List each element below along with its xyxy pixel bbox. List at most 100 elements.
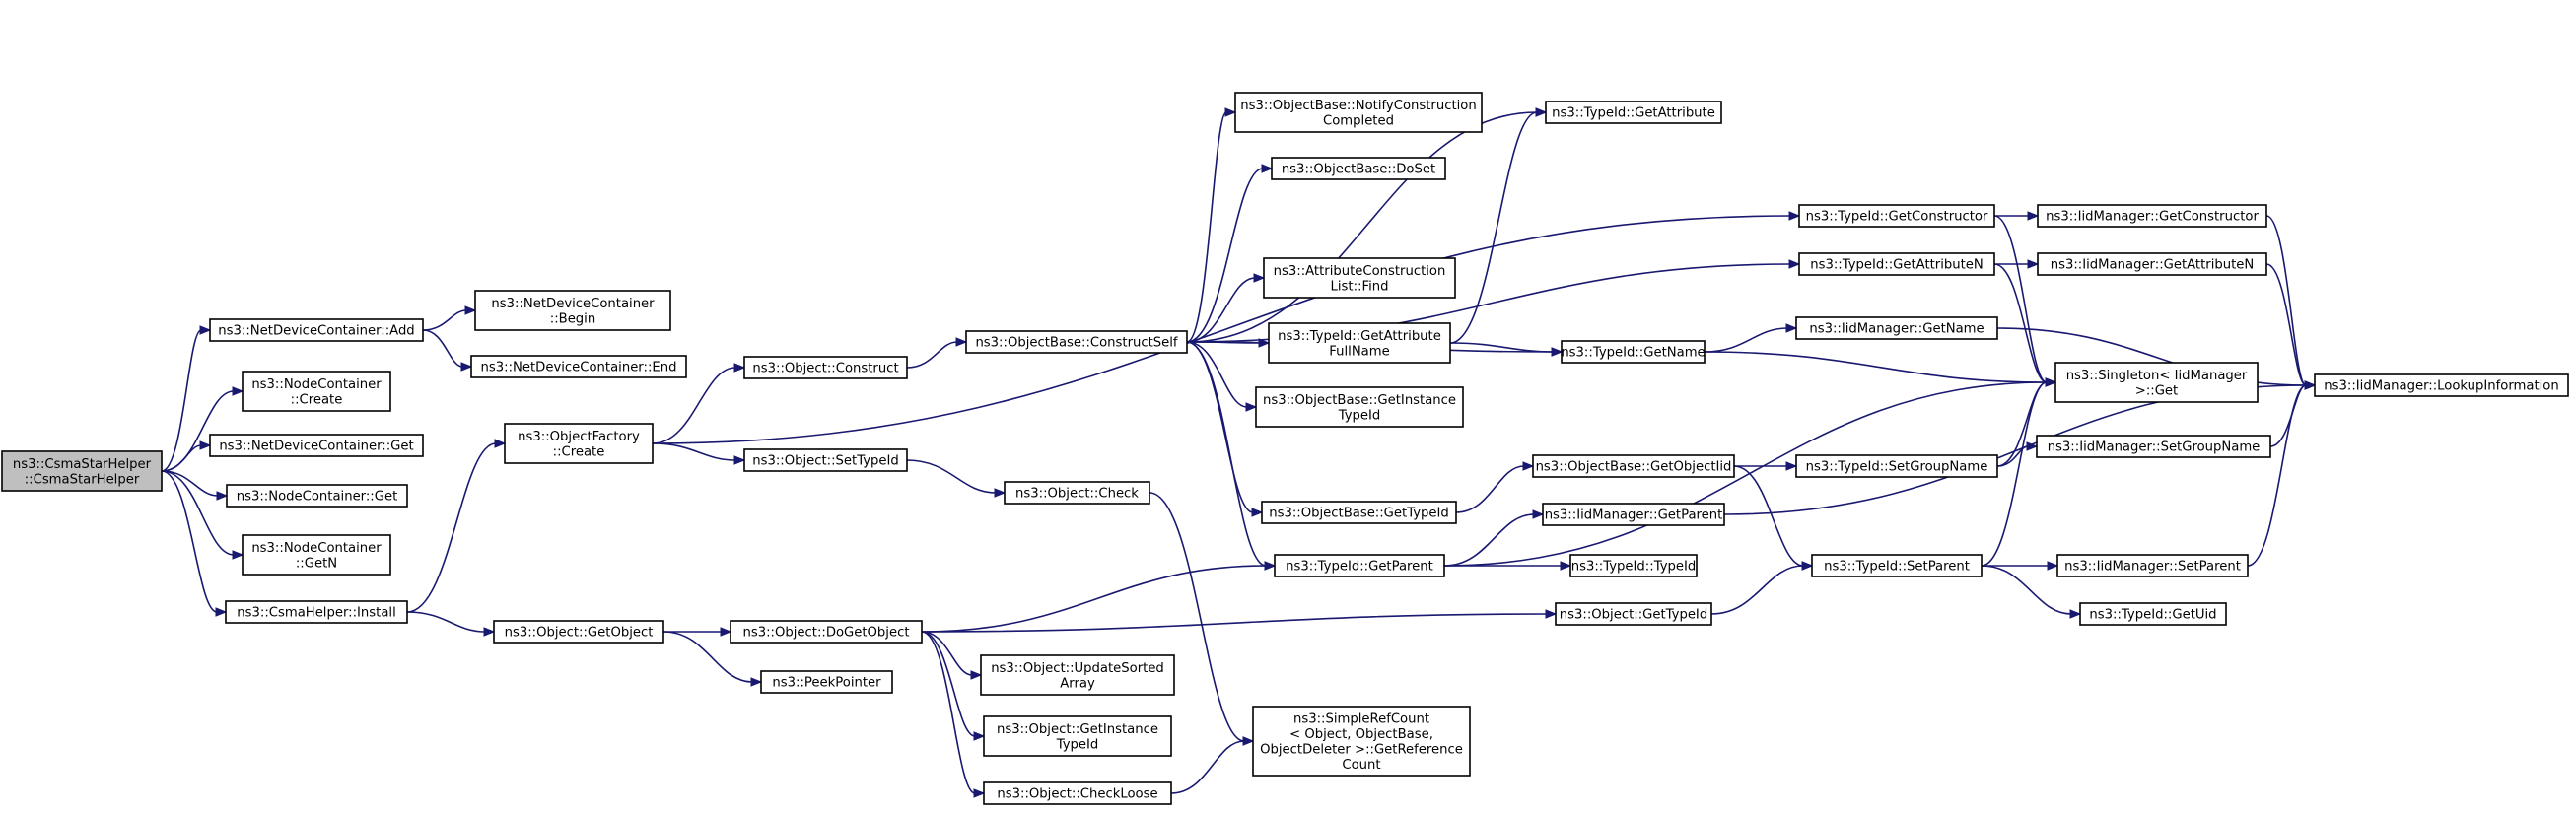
node-box xyxy=(1569,554,1698,577)
graph-node-tid-getuid[interactable]: ns3::TypeId::GetUid xyxy=(2079,602,2227,626)
call-edge xyxy=(921,631,986,798)
graph-node-singleton-get[interactable]: ns3::Singleton< IidManager >::Get xyxy=(2054,362,2259,403)
graph-node-of-create[interactable]: ns3::ObjectFactory::Create xyxy=(504,423,654,464)
node-box xyxy=(474,290,671,331)
graph-node-iid-setparent[interactable]: ns3::IidManager::SetParent xyxy=(2056,554,2249,577)
arrowhead xyxy=(464,305,477,315)
arrowhead xyxy=(733,363,746,373)
call-edge xyxy=(921,631,983,680)
graph-node-obj-getobject[interactable]: ns3::Object::GetObject xyxy=(493,620,664,644)
call-edge xyxy=(1993,215,2057,387)
graph-node-iid-setgroupname[interactable]: ns3::IidManager::SetGroupName xyxy=(2036,435,2271,458)
arrowhead xyxy=(720,627,732,637)
call-edge xyxy=(1186,341,1277,571)
node-label: ns3::Object::Construct xyxy=(752,362,898,376)
graph-node-ob-gettypeid[interactable]: ns3::ObjectBase::GetTypeId xyxy=(1261,501,1457,524)
call-edge xyxy=(2265,215,2317,390)
graph-node-ndc-add[interactable]: ns3::NetDeviceContainer::Add xyxy=(209,318,424,342)
graph-node-tid-setparent[interactable]: ns3::TypeId::SetParent xyxy=(1811,554,1983,577)
call-edge xyxy=(1186,341,1258,412)
node-box xyxy=(242,534,391,576)
graph-node-iid-getconstructor[interactable]: ns3::IidManager::GetConstructor xyxy=(2037,204,2267,228)
graph-node-ob-getobjectiid[interactable]: ns3::ObjectBase::GetObjectIid xyxy=(1532,454,1735,478)
call-edge xyxy=(652,363,746,444)
graph-node-tid-typeid[interactable]: ns3::TypeId::TypeId xyxy=(1569,554,1698,577)
call-edge xyxy=(1186,107,1548,343)
graph-node-ob-constructself[interactable]: ns3::ObjectBase::ConstructSelf xyxy=(965,330,1188,354)
graph-node-ndc-begin[interactable]: ns3::NetDeviceContainer::Begin xyxy=(474,290,671,331)
arrowhead xyxy=(2027,259,2040,269)
call-edge xyxy=(921,631,986,741)
graph-node-csma-install[interactable]: ns3::CsmaHelper::Install xyxy=(225,600,408,624)
graph-node-obj-check[interactable]: ns3::Object::Check xyxy=(1004,481,1150,505)
arrowhead xyxy=(232,550,244,560)
arrowhead xyxy=(1245,402,1258,412)
graph-node-tid-getattributen[interactable]: ns3::TypeId::GetAttributeN xyxy=(1798,252,1995,276)
node-label: ns3::TypeId::GetAttribute xyxy=(1552,106,1715,121)
node-box xyxy=(1004,481,1150,505)
graph-node-tid-getname[interactable]: ns3::TypeId::GetName xyxy=(1561,340,1706,364)
node-label: ns3::TypeId::GetConstructor xyxy=(1806,210,1988,225)
call-edge xyxy=(1704,323,1798,353)
node-label: ns3::ObjectBase::GetObjectIid xyxy=(1536,460,1732,475)
graph-node-ob-doset[interactable]: ns3::ObjectBase::DoSet xyxy=(1271,157,1446,180)
graph-node-ndc-end[interactable]: ns3::NetDeviceContainer::End xyxy=(470,355,687,378)
node-box xyxy=(2037,204,2267,228)
node-label: ns3::Object::GetTypeId xyxy=(1560,608,1707,623)
graph-node-iid-getattributen[interactable]: ns3::IidManager::GetAttributeN xyxy=(2037,252,2267,276)
graph-node-peek[interactable]: ns3::PeekPointer xyxy=(760,670,893,694)
graph-node-nc-getn[interactable]: ns3::NodeContainer::GetN xyxy=(242,534,391,576)
node-box xyxy=(743,448,908,472)
node-label: ns3::TypeId::SetGroupName xyxy=(1806,460,1988,475)
graph-node-obj-dogetobject[interactable]: ns3::Object::DoGetObject xyxy=(730,620,923,644)
arrowhead xyxy=(2047,561,2059,571)
graph-node-obj-gettypeid[interactable]: ns3::Object::GetTypeId xyxy=(1555,602,1712,626)
graph-node-tid-setgroupname[interactable]: ns3::TypeId::SetGroupName xyxy=(1795,454,1998,478)
node-box xyxy=(2314,373,2569,397)
node-label: ns3::IidManager::SetGroupName xyxy=(2048,440,2261,455)
node-box xyxy=(1,450,163,492)
node-box xyxy=(1271,157,1446,180)
graph-node-nc-get[interactable]: ns3::NodeContainer::Get xyxy=(226,484,408,508)
node-label: ns3::NodeContainer xyxy=(251,377,382,392)
call-edge xyxy=(1993,211,2040,221)
arrowhead xyxy=(494,439,507,448)
node-label: ns3::Object::DoGetObject xyxy=(742,626,909,641)
arrowhead xyxy=(973,788,986,798)
graph-node-obj-construct[interactable]: ns3::Object::Construct xyxy=(743,356,908,379)
node-box xyxy=(226,484,408,508)
graph-node-obj-checkloose[interactable]: ns3::Object::CheckLoose xyxy=(983,781,1172,805)
arrowhead xyxy=(1242,736,1255,746)
node-box xyxy=(983,715,1172,757)
node-label: ns3::Object::UpdateSorted xyxy=(991,661,1164,676)
call-edge xyxy=(161,325,212,472)
graph-node-tid-getattribute[interactable]: ns3::TypeId::GetAttribute xyxy=(1545,101,1722,124)
graph-node-iid-getparent[interactable]: ns3::IidManager::GetParent xyxy=(1542,503,1725,526)
call-edge xyxy=(406,611,496,637)
graph-node-ndc-get[interactable]: ns3::NetDeviceContainer::Get xyxy=(209,434,424,457)
node-box xyxy=(2037,252,2267,276)
graph-node-root[interactable]: ns3::CsmaStarHelper::CsmaStarHelper xyxy=(1,450,163,492)
node-box xyxy=(242,371,391,412)
graph-node-tid-getconstructor[interactable]: ns3::TypeId::GetConstructor xyxy=(1798,204,1995,228)
node-label: TypeId xyxy=(1056,737,1099,752)
graph-node-iid-getname[interactable]: ns3::IidManager::GetName xyxy=(1795,316,1998,340)
graph-node-obj-settypeid[interactable]: ns3::Object::SetTypeId xyxy=(743,448,908,472)
graph-node-src-getref[interactable]: ns3::SimpleRefCount< Object, ObjectBase,… xyxy=(1252,706,1471,777)
arrowhead xyxy=(2027,211,2040,221)
graph-node-tid-getparent[interactable]: ns3::TypeId::GetParent xyxy=(1274,554,1445,577)
edge-layer xyxy=(161,107,2317,798)
arrowhead xyxy=(483,627,496,637)
node-label: ns3::Object::SetTypeId xyxy=(752,454,899,469)
graph-node-ob-notify[interactable]: ns3::ObjectBase::NotifyConstructionCompl… xyxy=(1234,92,1483,133)
graph-node-nc-create[interactable]: ns3::NodeContainer::Create xyxy=(242,371,391,412)
graph-node-iid-lookup[interactable]: ns3::IidManager::LookupInformation xyxy=(2314,373,2569,397)
call-edge xyxy=(1733,465,1814,571)
node-box xyxy=(2079,602,2227,626)
node-label: List::Find xyxy=(1331,279,1389,294)
